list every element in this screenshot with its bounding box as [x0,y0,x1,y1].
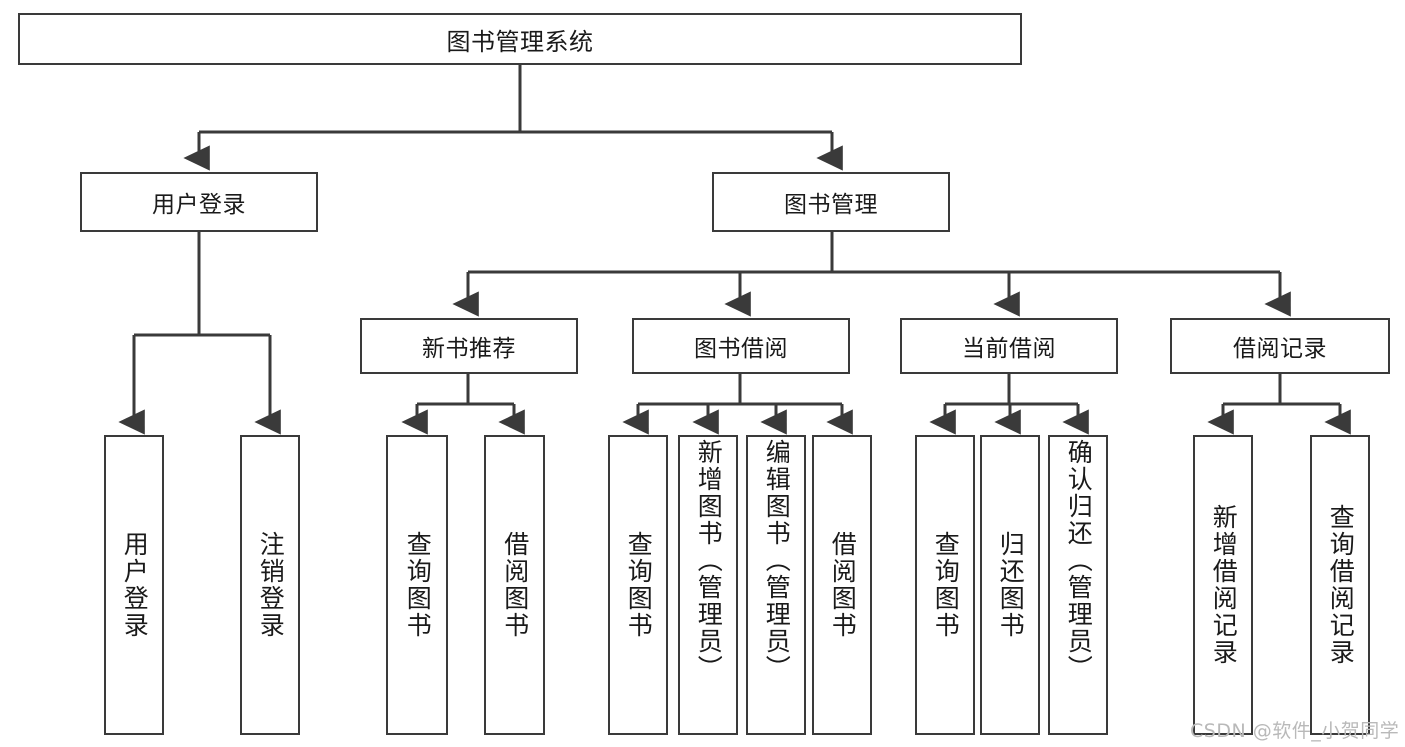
node-borrow-record[interactable]: 借阅记录 [1170,318,1390,374]
node-leaf-query-book-recommend[interactable]: 查询图书 [386,435,448,735]
node-label: 图书管理系统 [446,27,594,56]
node-label: 注销登录 [256,531,286,639]
node-leaf-edit-book-admin[interactable]: 编辑图书（管理员） [746,435,806,735]
node-label: 确认归还（管理员） [1064,439,1094,682]
node-label: 查询图书 [403,531,433,639]
node-leaf-query-borrow-record[interactable]: 查询借阅记录 [1310,435,1370,735]
node-leaf-confirm-return-admin[interactable]: 确认归还（管理员） [1048,435,1108,735]
node-label: 用户登录 [120,531,150,639]
node-leaf-query-book-borrow[interactable]: 查询图书 [608,435,668,735]
node-current-borrow[interactable]: 当前借阅 [900,318,1118,374]
node-leaf-borrow-book[interactable]: 借阅图书 [812,435,872,735]
node-label: 借阅图书 [828,531,858,639]
node-label: 借阅记录 [1233,336,1327,362]
node-book-management[interactable]: 图书管理 [712,172,950,232]
node-leaf-return-book[interactable]: 归还图书 [980,435,1040,735]
node-label: 新书推荐 [422,336,516,362]
node-label: 当前借阅 [962,336,1056,362]
node-label: 查询图书 [931,531,961,639]
node-label: 图书借阅 [694,336,788,362]
watermark: CSDN @软件_小贺同学 [1190,720,1400,742]
node-label: 用户登录 [152,192,246,218]
node-label: 查询图书 [624,531,654,639]
node-label: 归还图书 [996,531,1026,639]
node-label: 新增图书（管理员） [694,439,724,682]
node-label: 图书管理 [784,192,878,218]
node-label: 查询借阅记录 [1326,504,1356,666]
node-leaf-user-login[interactable]: 用户登录 [104,435,164,735]
node-leaf-add-borrow-record[interactable]: 新增借阅记录 [1193,435,1253,735]
node-leaf-logout[interactable]: 注销登录 [240,435,300,735]
node-label: 编辑图书（管理员） [762,439,792,682]
node-user-login[interactable]: 用户登录 [80,172,318,232]
node-book-borrow[interactable]: 图书借阅 [632,318,850,374]
node-new-book-recommend[interactable]: 新书推荐 [360,318,578,374]
node-leaf-add-book-admin[interactable]: 新增图书（管理员） [678,435,738,735]
node-leaf-borrow-book-recommend[interactable]: 借阅图书 [484,435,545,735]
node-label: 新增借阅记录 [1209,504,1239,666]
node-label: 借阅图书 [500,531,530,639]
node-root-book-management-system[interactable]: 图书管理系统 [18,13,1022,65]
node-leaf-query-book-current[interactable]: 查询图书 [915,435,975,735]
